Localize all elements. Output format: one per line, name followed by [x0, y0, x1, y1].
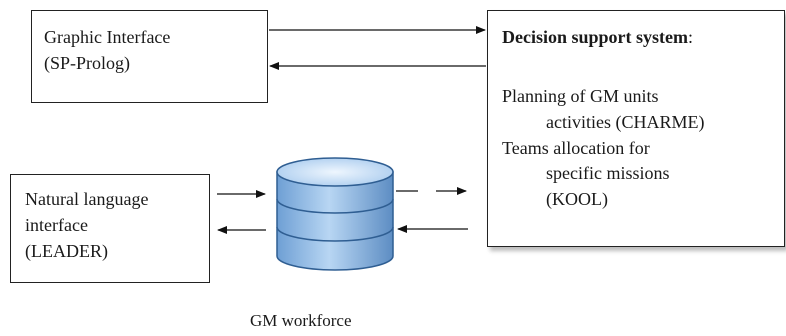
natural-language-box: Natural language interface (LEADER): [10, 174, 210, 283]
dss-teams-line: Teams allocation for: [502, 138, 650, 158]
graphic-interface-box: Graphic Interface (SP-Prolog): [31, 10, 268, 103]
database-cylinder-icon: [276, 157, 394, 271]
dss-kool-line: (KOOL): [546, 189, 608, 209]
dss-planning-line: Planning of GM units: [502, 86, 659, 106]
natural-language-line2: interface: [25, 215, 88, 235]
dss-missions-line: specific missions: [546, 163, 670, 183]
decision-support-title: Decision support system:: [502, 25, 693, 49]
database-label: GM workforce: [250, 311, 352, 330]
graphic-interface-title: Graphic Interface: [44, 27, 171, 47]
decision-support-title-bold: Decision support system: [502, 27, 689, 47]
decision-support-box: Decision support system: Planning of GM …: [487, 10, 785, 247]
dss-activities-line: activities (CHARME): [546, 112, 705, 132]
natural-language-line3: (LEADER): [25, 241, 108, 261]
graphic-interface-subtitle: (SP-Prolog): [44, 53, 131, 73]
decision-support-title-colon: :: [688, 27, 694, 47]
natural-language-line1: Natural language: [25, 189, 149, 209]
